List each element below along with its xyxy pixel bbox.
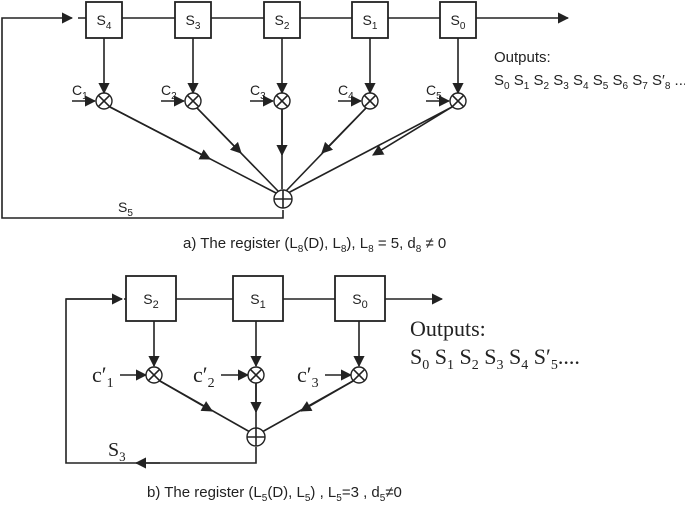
b-register-s1: S1 xyxy=(232,275,284,322)
a-outputs-title: Outputs: xyxy=(494,49,551,66)
a-coef-c3: C3 xyxy=(250,82,266,102)
b-adder xyxy=(246,427,266,447)
b-sum-lines xyxy=(159,380,354,433)
a-multiplier-4 xyxy=(361,92,379,110)
b-multiplier-3 xyxy=(350,366,368,384)
a-register-s2: S2 xyxy=(263,1,301,39)
b-outputs-sequence: S0 S1 S2 S3 S4 S′5.... xyxy=(410,344,580,373)
a-feedback-loop xyxy=(1,12,284,219)
a-sum-lines xyxy=(109,106,453,194)
b-outputs-title: Outputs: xyxy=(410,316,486,341)
a-outputs-sequence: S0 S1 S2 S3 S4 S5 S6 S7 S′8 ... xyxy=(494,72,685,92)
a-multiplier-2 xyxy=(184,92,202,110)
b-coef-c1: c′1 xyxy=(92,362,114,391)
a-register-s0: S0 xyxy=(439,1,477,39)
a-register-s3: S3 xyxy=(174,1,212,39)
a-multiplier-3 xyxy=(273,92,291,110)
a-coef-c4: C4 xyxy=(338,82,354,102)
b-register-s0: S0 xyxy=(334,275,386,322)
a-coef-c1: C1 xyxy=(72,82,88,102)
a-coef-c5: C5 xyxy=(426,82,442,102)
b-caption: b) The register (L5(D), L5) , L5=3 , d5≠… xyxy=(147,484,402,504)
a-adder xyxy=(273,189,293,209)
a-caption: a) The register (L8(D), L8), L8 = 5, d8 … xyxy=(183,235,446,255)
b-multiplier-2 xyxy=(247,366,265,384)
b-feedback-label: S3 xyxy=(108,439,126,464)
diagram-b: S2 S1 S0 c′1 c′2 c′3 xyxy=(65,275,580,504)
diagram-a: S4 S3 S2 S1 S0 C1 C2 C3 xyxy=(1,1,685,255)
a-multiplier-5 xyxy=(449,92,467,110)
a-multiplier-1 xyxy=(95,92,113,110)
a-register-s4: S4 xyxy=(85,1,123,39)
b-multiplier-1 xyxy=(145,366,163,384)
b-coef-c3: c′3 xyxy=(297,362,319,391)
a-register-s1: S1 xyxy=(351,1,389,39)
b-register-s2: S2 xyxy=(125,275,177,322)
a-coef-c2: C2 xyxy=(161,82,177,102)
a-feedback-label: S5 xyxy=(118,199,133,219)
b-coef-c2: c′2 xyxy=(193,362,215,391)
